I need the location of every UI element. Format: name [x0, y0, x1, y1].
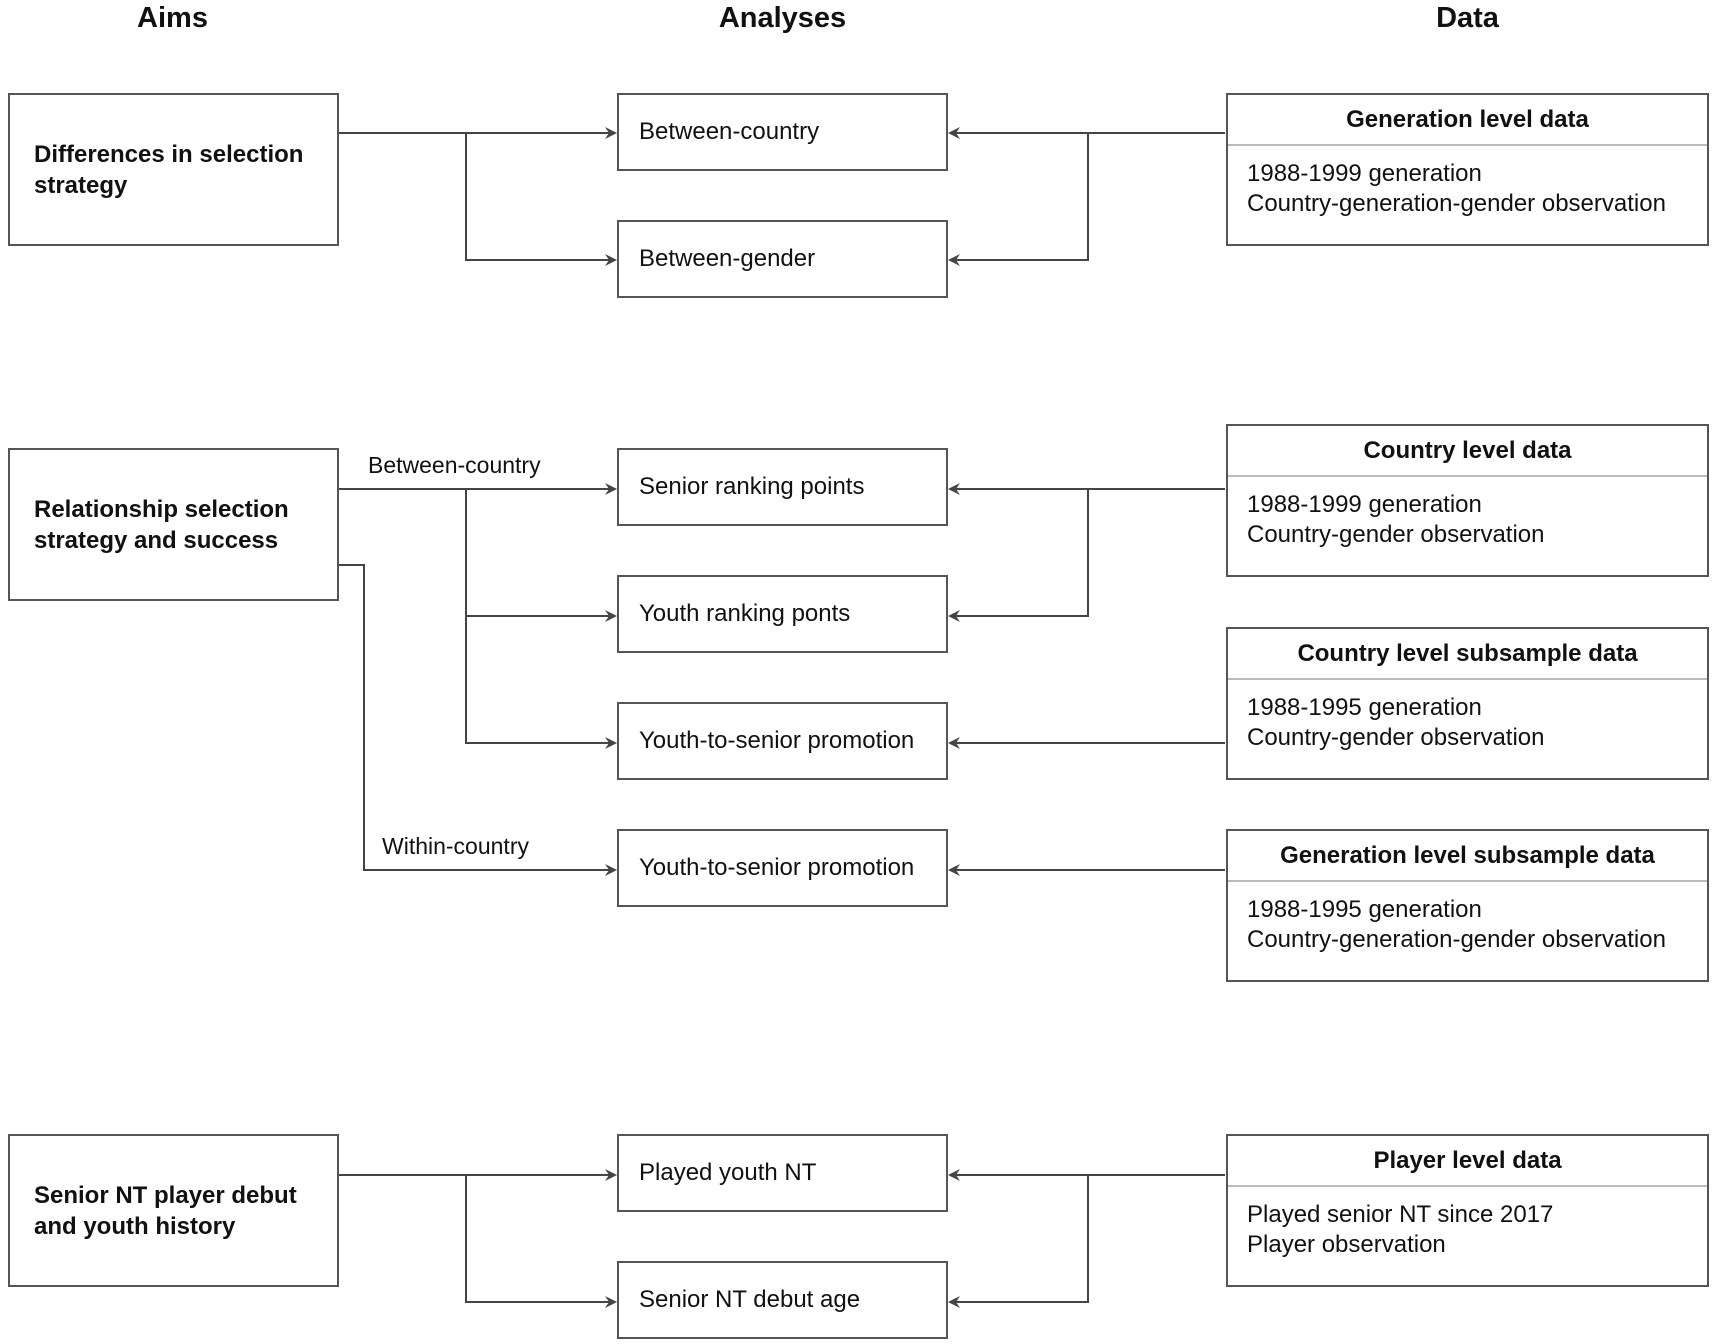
analysis-label: Senior ranking points	[639, 473, 865, 500]
analysis-box-senior-ranking: Senior ranking points	[617, 448, 948, 526]
header-data: Data	[1436, 2, 1499, 34]
connector-aim2-youth-ranking	[465, 489, 617, 622]
data-box-line: 1988-1999 generation	[1247, 160, 1482, 187]
data-box-line: Country-gender observation	[1247, 724, 1545, 751]
analysis-label: Senior NT debut age	[639, 1286, 861, 1313]
analysis-box-youth-ranking: Youth ranking ponts	[617, 575, 948, 653]
analysis-box-played-youth: Played youth NT	[617, 1134, 948, 1212]
connector-data2-youth-ranking	[948, 489, 1089, 622]
data-box-player-level: Player level data Played senior NT since…	[1226, 1134, 1709, 1287]
connector-aim2-promotion-within	[339, 564, 617, 876]
data-box-title: Generation level subsample data	[1228, 831, 1707, 882]
data-box-title: Country level data	[1228, 426, 1707, 477]
analysis-box-promotion-between: Youth-to-senior promotion	[617, 702, 948, 780]
data-box-line: Country-generation-gender observation	[1247, 190, 1666, 217]
data-box-country-subsample: Country level subsample data 1988-1995 g…	[1226, 627, 1709, 780]
data-box-line: Player observation	[1247, 1231, 1446, 1258]
analysis-box-between-country: Between-country	[617, 93, 948, 171]
analysis-label: Played youth NT	[639, 1159, 817, 1186]
data-box-country-level: Country level data 1988-1999 generation …	[1226, 424, 1709, 577]
connector-aim3-debut-age	[465, 1175, 617, 1308]
data-box-line: 1988-1995 generation	[1247, 896, 1482, 923]
analysis-label: Youth-to-senior promotion	[639, 854, 915, 881]
analysis-box-between-gender: Between-gender	[617, 220, 948, 298]
connector-data5-debut-age	[948, 1175, 1089, 1308]
edge-label-between-country: Between-country	[368, 452, 541, 478]
data-box-line: Country-generation-gender observation	[1247, 926, 1666, 953]
header-aims: Aims	[137, 2, 208, 34]
aim-label: Differences in selection strategy	[34, 140, 304, 199]
data-box-title: Generation level data	[1228, 95, 1707, 146]
aim-label: Relationship selection strategy and succ…	[34, 495, 289, 554]
data-box-line: Country-gender observation	[1247, 521, 1545, 548]
data-box-title: Country level subsample data	[1228, 629, 1707, 680]
connector-aim1-between-gender	[465, 133, 617, 266]
connector-data1-between-gender	[948, 133, 1089, 266]
analysis-box-debut-age: Senior NT debut age	[617, 1261, 948, 1339]
data-box-line: Played senior NT since 2017	[1247, 1201, 1554, 1228]
analysis-label: Between-country	[639, 118, 820, 145]
data-box-line: 1988-1995 generation	[1247, 694, 1482, 721]
data-box-generation-subsample: Generation level subsample data 1988-199…	[1226, 829, 1709, 982]
aim-box-strategy-success: Relationship selection strategy and succ…	[8, 448, 339, 601]
data-box-line: 1988-1999 generation	[1247, 491, 1482, 518]
data-box-title: Player level data	[1228, 1136, 1707, 1187]
connector-aim2-promotion-between	[465, 616, 617, 749]
data-box-generation-level: Generation level data 1988-1999 generati…	[1226, 93, 1709, 246]
edge-label-within-country: Within-country	[382, 833, 529, 859]
analysis-label: Youth ranking ponts	[639, 600, 851, 627]
aim-box-debut-history: Senior NT player debut and youth history	[8, 1134, 339, 1287]
analysis-label: Youth-to-senior promotion	[639, 727, 915, 754]
aim-box-selection-strategy: Differences in selection strategy	[8, 93, 339, 246]
analysis-box-promotion-within: Youth-to-senior promotion	[617, 829, 948, 907]
analysis-label: Between-gender	[639, 245, 816, 272]
header-analyses: Analyses	[718, 2, 847, 34]
aim-label: Senior NT player debut and youth history	[34, 1181, 297, 1240]
